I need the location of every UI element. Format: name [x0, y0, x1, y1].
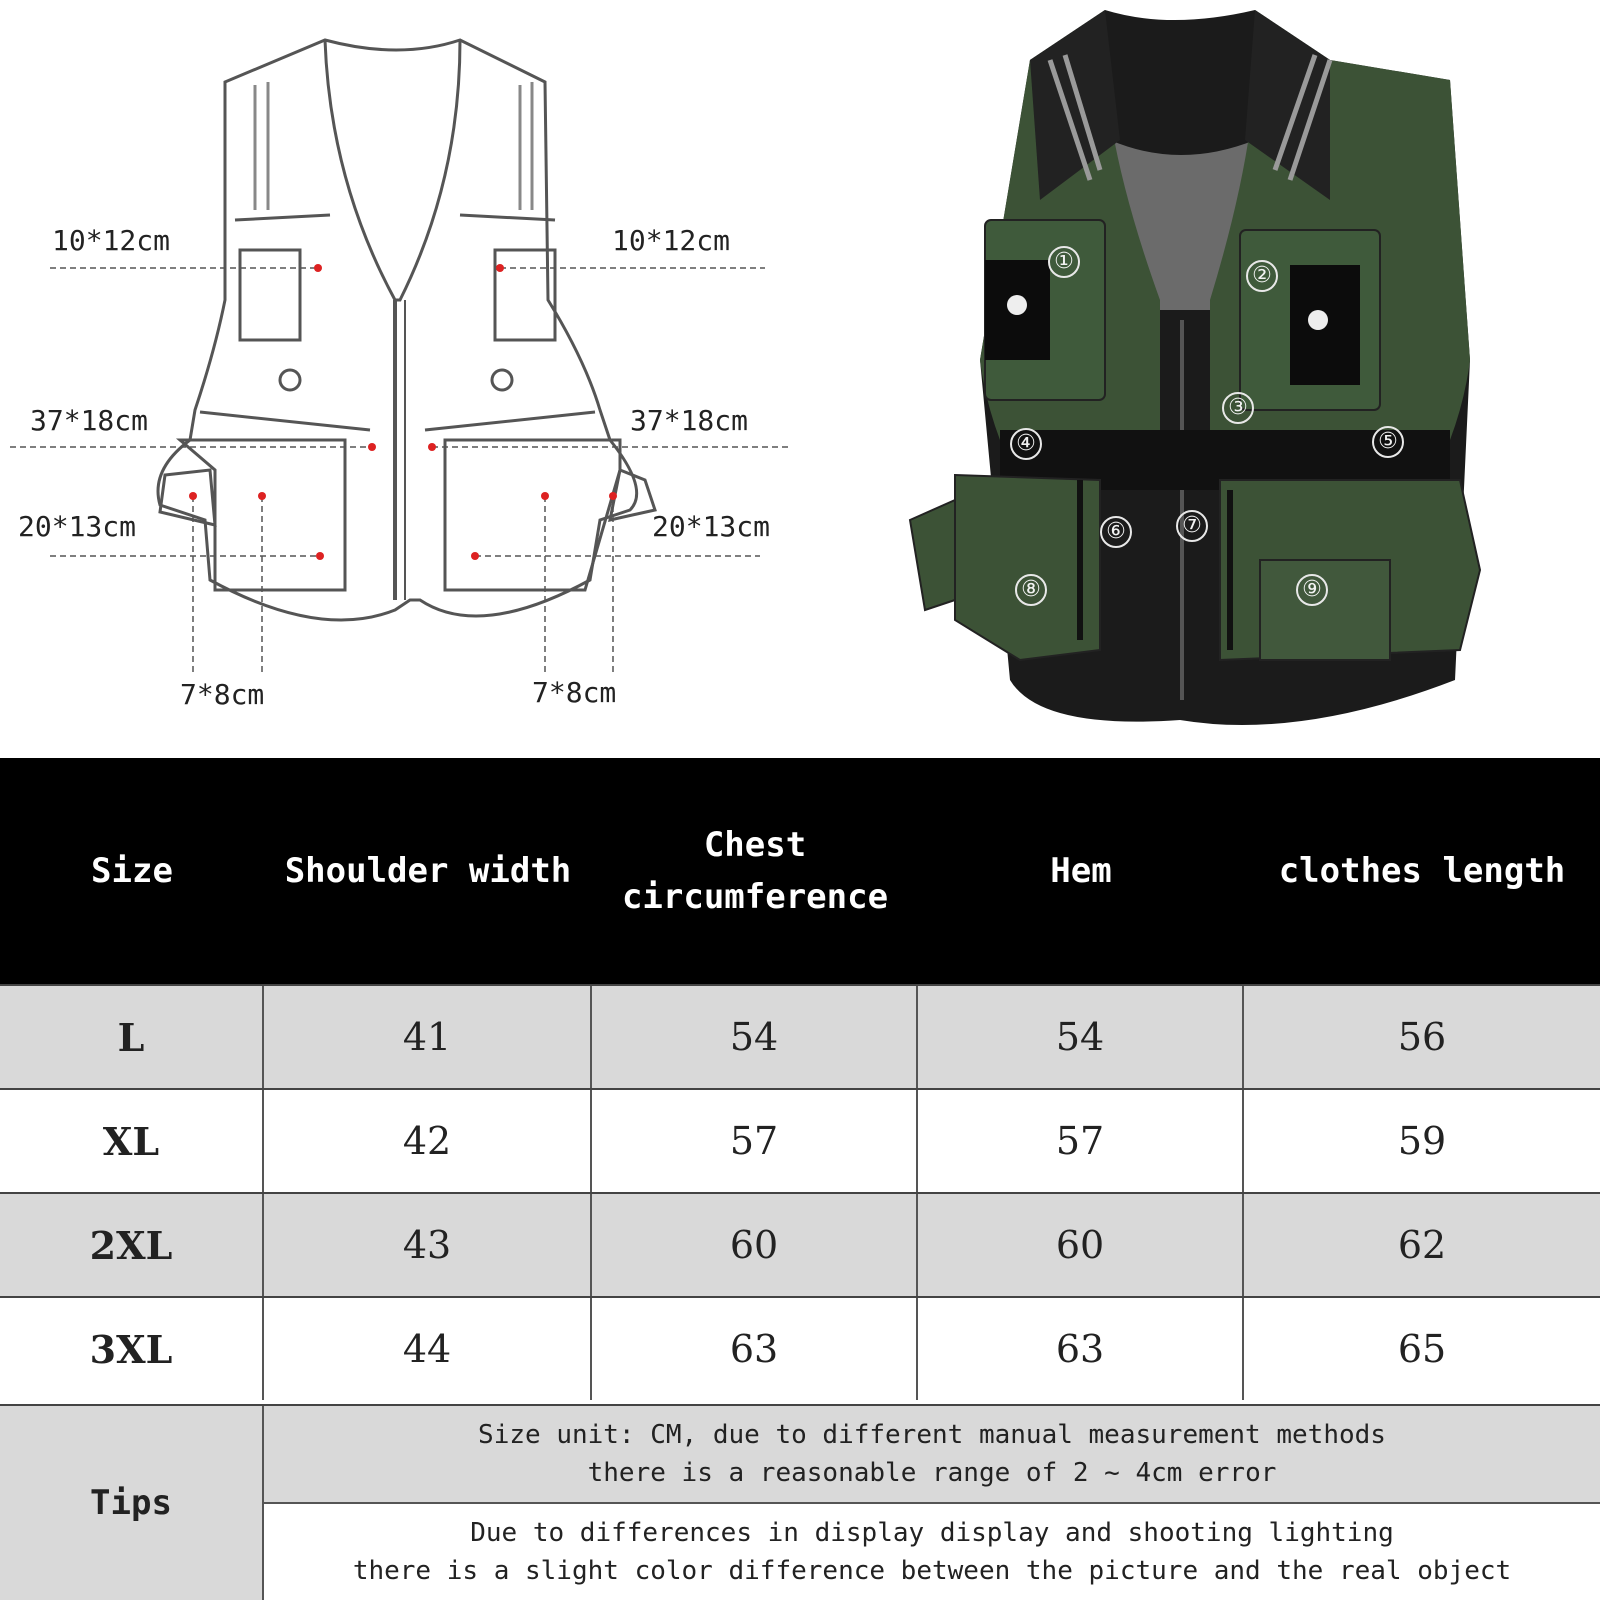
dim-label-bottom-left: 7*8cm	[180, 678, 265, 711]
pocket-number-3: ③	[1222, 392, 1254, 424]
table-row: XL 42 57 57 59	[0, 1088, 1600, 1192]
cell-length: 56	[1397, 1015, 1447, 1059]
cell-chest: 60	[592, 1194, 918, 1296]
tip-color-difference: Due to differences in display display an…	[264, 1504, 1600, 1600]
tip1-line2: there is a reasonable range of 2 ~ 4cm e…	[587, 1458, 1277, 1488]
cell-size: 2XL	[0, 1194, 264, 1296]
header-size: Size	[91, 851, 173, 891]
pocket-number-2: ②	[1246, 260, 1278, 292]
dim-label-low-right: 20*13cm	[652, 510, 771, 543]
cell-size: XL	[0, 1090, 264, 1192]
cell-size: 3XL	[0, 1298, 264, 1400]
cell-hem: 54	[918, 986, 1244, 1088]
header-clothes-length: clothes length	[1278, 851, 1566, 891]
table-row: 2XL 43 60 60 62	[0, 1192, 1600, 1296]
pocket-number-5: ⑤	[1372, 426, 1404, 458]
cell-length: 65	[1397, 1327, 1447, 1371]
tip2-line2: there is a slight color difference betwe…	[352, 1556, 1512, 1586]
cell-chest: 57	[592, 1090, 918, 1192]
dim-label-top-left: 10*12cm	[52, 224, 171, 257]
cell-chest: 54	[592, 986, 918, 1088]
measurement-lines	[10, 267, 790, 675]
header-hem: Hem	[1050, 851, 1112, 891]
header-chest: Chest circumference	[592, 758, 918, 984]
pocket-number-4: ④	[1010, 428, 1042, 460]
cell-chest: 63	[592, 1298, 918, 1400]
pocket-number-7: ⑦	[1176, 510, 1208, 542]
vest-illustrations	[10, 10, 1482, 725]
table-row: L 41 54 54 56	[0, 984, 1600, 1088]
pocket-number-1: ①	[1048, 246, 1080, 278]
cell-shoulder: 41	[264, 986, 592, 1088]
cell-shoulder: 43	[264, 1194, 592, 1296]
tips-section: Tips Size unit: CM, due to different man…	[0, 1404, 1600, 1600]
tip1-line1: Size unit: CM, due to different manual m…	[478, 1420, 1386, 1450]
tip2-line1: Due to differences in display display an…	[470, 1518, 1394, 1548]
measurement-dots	[189, 264, 617, 560]
tips-label: Tips	[0, 1406, 264, 1600]
dim-label-low-left: 20*13cm	[18, 510, 137, 543]
cell-hem: 63	[918, 1298, 1244, 1400]
tip-measurement-error: Size unit: CM, due to different manual m…	[264, 1406, 1600, 1504]
vest-photo	[908, 10, 1482, 725]
cell-hem: 57	[918, 1090, 1244, 1192]
dim-label-top-right: 10*12cm	[612, 224, 731, 257]
vest-sketch	[156, 38, 657, 622]
pocket-number-9: ⑨	[1296, 574, 1328, 606]
dim-label-mid-right: 37*18cm	[630, 404, 749, 437]
header-chest-line1: Chest	[703, 825, 807, 865]
table-row: 3XL 44 63 63 65	[0, 1296, 1600, 1400]
pocket-number-6: ⑥	[1100, 516, 1132, 548]
size-chart-table: Size Shoulder width Chest circumference …	[0, 758, 1600, 1600]
cell-length: 62	[1397, 1223, 1447, 1267]
dim-label-bottom-right: 7*8cm	[532, 676, 617, 709]
header-shoulder-width: Shoulder width	[284, 851, 572, 891]
cell-shoulder: 44	[264, 1298, 592, 1400]
size-chart-header: Size Shoulder width Chest circumference …	[0, 758, 1600, 984]
dim-label-mid-left: 37*18cm	[30, 404, 149, 437]
pocket-number-8: ⑧	[1015, 574, 1047, 606]
cell-length: 59	[1397, 1119, 1447, 1163]
header-chest-line2: circumference	[621, 877, 889, 917]
cell-hem: 60	[918, 1194, 1244, 1296]
product-diagram-area: 10*12cm 10*12cm 37*18cm 37*18cm 20*13cm …	[0, 0, 1600, 758]
cell-shoulder: 42	[264, 1090, 592, 1192]
cell-size: L	[0, 986, 264, 1088]
